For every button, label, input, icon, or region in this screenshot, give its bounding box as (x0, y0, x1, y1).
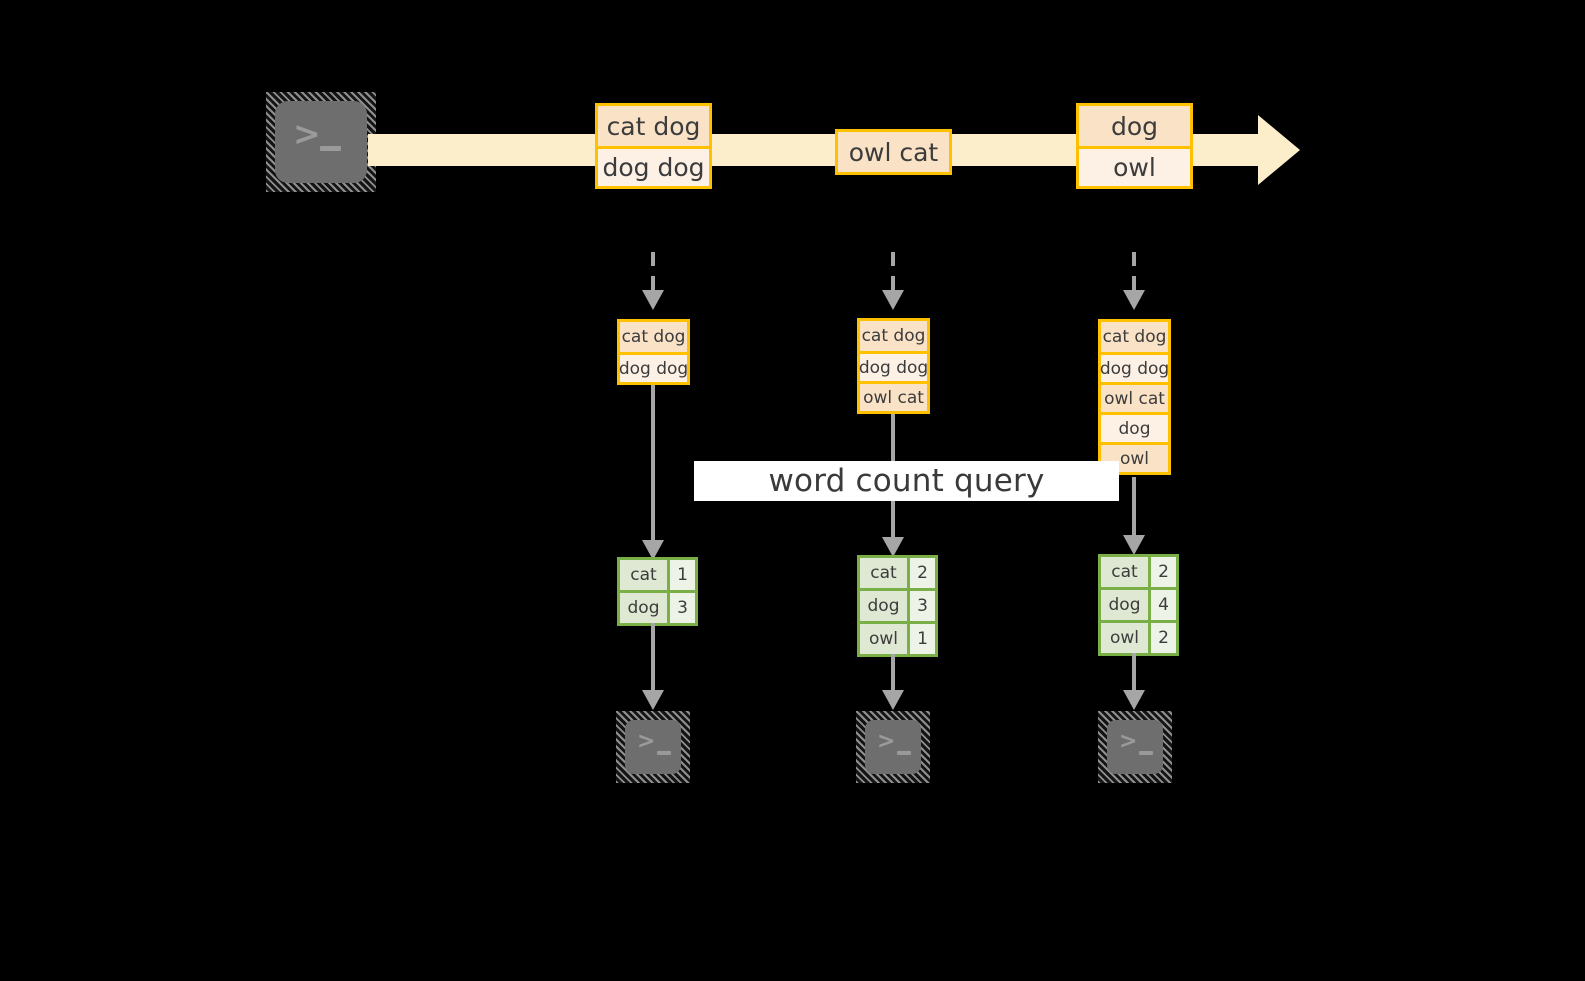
stream-message-line: cat dog (598, 106, 709, 146)
sink-connector (651, 623, 655, 698)
terminal-prompt-chevron-icon: > (637, 729, 656, 754)
table-cell-word: owl (860, 624, 907, 654)
sink-connector-arrowhead-icon (1123, 690, 1145, 710)
stack-line: cat dog (1101, 322, 1168, 352)
stream-message: cat dog dog dog (595, 103, 712, 189)
table-cell-count: 1 (907, 624, 935, 654)
stream-arrow-head-icon (1258, 115, 1300, 185)
trigger-dashed-connector (1132, 252, 1136, 292)
table-row: dog 4 (1101, 587, 1176, 620)
table-row: owl 1 (860, 621, 935, 654)
sink-terminal-icon: > (856, 711, 930, 783)
trigger-input-stack: cat dog dog dog owl cat (857, 318, 930, 414)
terminal-screen: > (625, 720, 681, 774)
terminal-screen: > (1107, 720, 1163, 774)
query-connector-arrowhead-icon (1123, 535, 1145, 555)
stack-line: dog dog (619, 352, 688, 382)
stream-message-line: owl cat (838, 132, 949, 172)
query-connector (1132, 477, 1136, 545)
table-cell-word: dog (860, 591, 907, 621)
table-row: owl 2 (1101, 620, 1176, 653)
stack-line: owl cat (860, 381, 927, 411)
terminal-screen: > (275, 101, 367, 183)
query-label-band: word count query (694, 461, 1119, 501)
stream-message: owl cat (835, 129, 952, 175)
trigger-dashed-connector-arrowhead-icon (642, 290, 664, 310)
table-cell-count: 2 (907, 558, 935, 588)
terminal-prompt-chevron-icon: > (877, 729, 896, 754)
stream-message: dog owl (1076, 103, 1193, 189)
trigger-dashed-connector (651, 252, 655, 292)
query-label: word count query (768, 463, 1045, 499)
terminal-prompt-chevron-icon: > (293, 114, 321, 153)
stack-line: dog dog (859, 351, 928, 381)
stream-message-line: dog (1079, 106, 1190, 146)
sink-connector-arrowhead-icon (882, 690, 904, 710)
table-cell-word: cat (860, 558, 907, 588)
trigger-dashed-connector-arrowhead-icon (882, 290, 904, 310)
table-row: dog 3 (620, 590, 695, 623)
stack-line: owl cat (1101, 382, 1168, 412)
trigger-input-stack: cat dog dog dog owl cat dog owl (1098, 319, 1171, 475)
sink-connector (1132, 653, 1136, 699)
table-row: cat 2 (1101, 557, 1176, 587)
trigger-dashed-connector (891, 252, 895, 292)
table-row: cat 2 (860, 558, 935, 588)
trigger-result-table: cat 2 dog 3 owl 1 (857, 555, 938, 657)
table-cell-word: dog (620, 593, 667, 623)
terminal-prompt-underscore-icon (320, 146, 341, 151)
sink-terminal-icon: > (1098, 711, 1172, 783)
query-connector-arrowhead-icon (882, 537, 904, 557)
table-cell-word: cat (620, 560, 667, 590)
table-cell-word: owl (1101, 623, 1148, 653)
trigger-dashed-connector-arrowhead-icon (1123, 290, 1145, 310)
terminal-prompt-underscore-icon (1139, 751, 1153, 755)
terminal-prompt-chevron-icon: > (1119, 729, 1138, 754)
sink-connector (891, 654, 895, 699)
table-cell-count: 4 (1148, 590, 1176, 620)
table-cell-count: 2 (1148, 623, 1176, 653)
table-cell-count: 1 (667, 560, 695, 590)
table-cell-count: 3 (667, 593, 695, 623)
table-cell-count: 3 (907, 591, 935, 621)
terminal-prompt-underscore-icon (657, 751, 671, 755)
table-row: cat 1 (620, 560, 695, 590)
table-row: dog 3 (860, 588, 935, 621)
query-connector (651, 385, 655, 550)
stack-line: cat dog (620, 322, 687, 352)
terminal-prompt-underscore-icon (897, 751, 911, 755)
stack-line: dog (1101, 412, 1168, 442)
sink-terminal-icon: > (616, 711, 690, 783)
trigger-input-stack: cat dog dog dog (617, 319, 690, 385)
stack-line: cat dog (860, 321, 927, 351)
stream-message-line: owl (1079, 146, 1190, 186)
trigger-result-table: cat 2 dog 4 owl 2 (1098, 554, 1179, 656)
stack-line: dog dog (1100, 352, 1169, 382)
terminal-screen: > (865, 720, 921, 774)
table-cell-word: dog (1101, 590, 1148, 620)
trigger-result-table: cat 1 dog 3 (617, 557, 698, 626)
sink-connector-arrowhead-icon (642, 690, 664, 710)
stream-message-line: dog dog (598, 146, 709, 186)
table-cell-word: cat (1101, 557, 1148, 587)
query-connector-arrowhead-icon (642, 540, 664, 560)
source-terminal-icon: > (266, 92, 376, 192)
table-cell-count: 2 (1148, 557, 1176, 587)
